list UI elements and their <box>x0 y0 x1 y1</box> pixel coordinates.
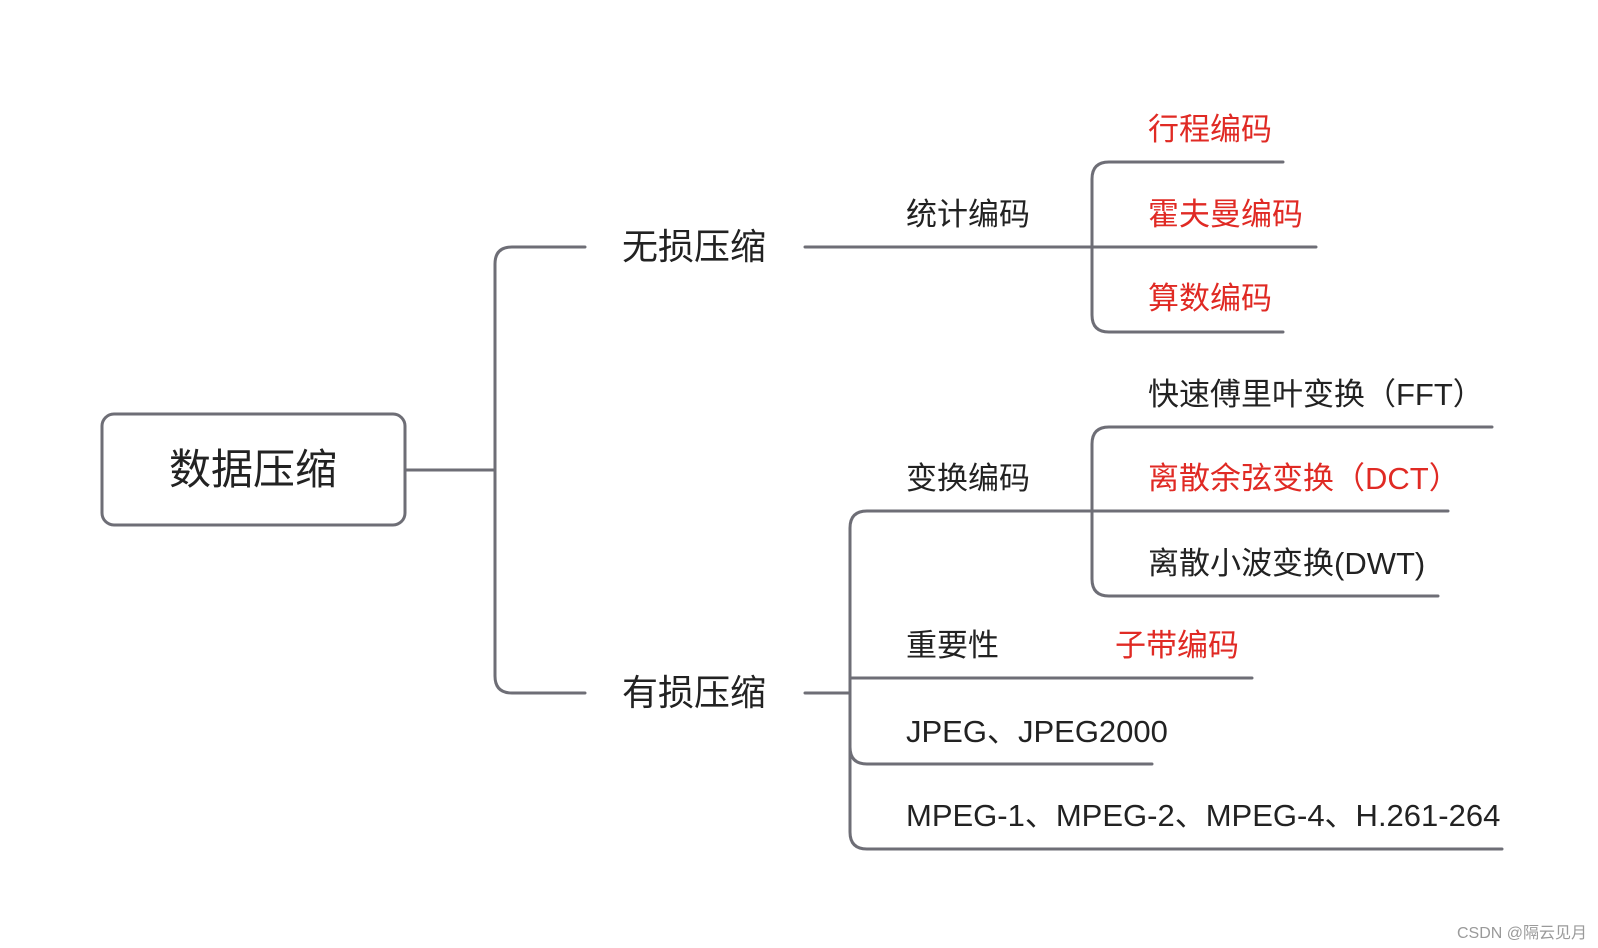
level1-bracket <box>493 245 587 695</box>
arithmetic-coding-label: 算数编码 <box>1148 281 1272 316</box>
run-length-coding-label: 行程编码 <box>1148 112 1272 147</box>
dct-label: 离散余弦变换（DCT） <box>1148 461 1460 496</box>
jpeg-label: JPEG、JPEG2000 <box>906 714 1168 749</box>
lossy-label: 有损压缩 <box>622 672 766 713</box>
huffman-coding-label: 霍夫曼编码 <box>1148 197 1303 232</box>
mpeg-label: MPEG-1、MPEG-2、MPEG-4、H.261-264 <box>906 798 1500 833</box>
root-label: 数据压缩 <box>169 446 337 493</box>
watermark: CSDN @隔云见月 <box>1457 924 1587 942</box>
fft-label: 快速傅里叶变换（FFT） <box>1148 377 1484 412</box>
lossless-label: 无损压缩 <box>622 226 766 267</box>
jpeg-underline <box>848 676 1154 766</box>
importance-label: 重要性 <box>906 628 999 663</box>
dwt-label: 离散小波变换(DWT) <box>1148 546 1425 581</box>
transform-coding-label: 变换编码 <box>906 461 1030 496</box>
connectors <box>100 160 1504 851</box>
subband-coding-label: 子带编码 <box>1115 628 1239 663</box>
statistical-coding-label: 统计编码 <box>906 197 1030 232</box>
